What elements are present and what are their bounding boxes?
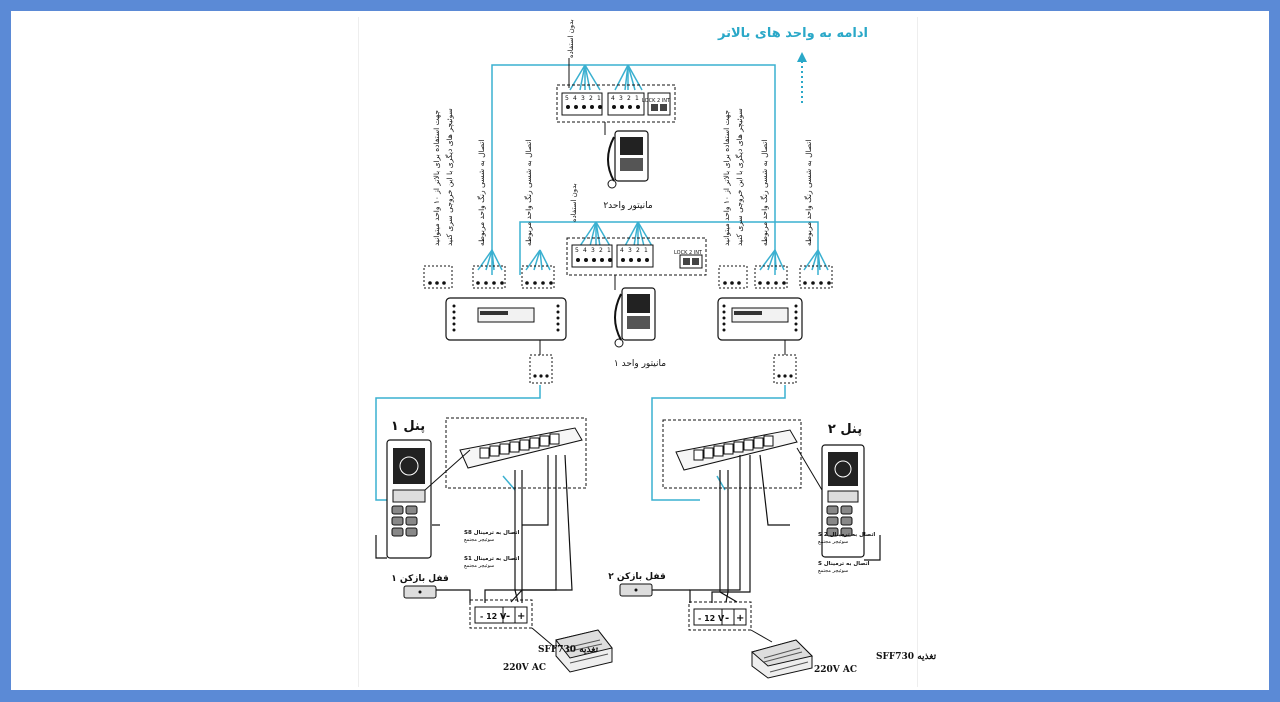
m2-lock-label: LOCK 2 INT <box>642 98 671 104</box>
psu-right-ac: 220V AC <box>814 665 857 675</box>
psu-right-label: تغذیه SFF730 <box>876 652 937 662</box>
unused-top-label: بدون استفاده <box>567 19 575 58</box>
panel-2-terminal-detail <box>662 419 823 491</box>
panel-2-s9-sub: سوئیچر مجتمع <box>818 568 848 574</box>
panel-2-s9-title: اتصال به ترمینال S <box>818 561 870 567</box>
continue-arrow <box>797 52 807 103</box>
panel-2-s2-sub: سوئیچر مجتمع <box>818 539 848 545</box>
top-note: ادامه به واحد های بالاتر <box>717 26 868 41</box>
panel-2-label: پنل ۲ <box>828 422 862 437</box>
psu-right-12v: - 12 V <box>698 614 725 623</box>
lock-1 <box>403 585 437 599</box>
right-label-3: اتصال به شسی رنگ واحد مربوطه <box>760 140 769 246</box>
psu-right-unit <box>750 639 813 679</box>
panel-1-s1-sub: سوئیچر مجتمع <box>464 563 494 569</box>
panel-2-s2-title: اتصال به ترمینال S 2 <box>818 532 875 538</box>
lock-2 <box>619 583 653 597</box>
psu-left-plus: + <box>517 611 525 622</box>
left-label-4: اتصال به شسی رنگ واحد مربوطه <box>524 140 533 246</box>
left-switcher <box>423 265 567 384</box>
m1-term-b1: 1 <box>644 247 648 254</box>
m2-term-5: 5 <box>565 95 569 102</box>
panel-1-label: پنل ۱ <box>391 419 425 434</box>
right-label-1: جهت استفاده برای بالاتر از ۱۰ واحد میتوا… <box>722 110 731 246</box>
m2-term-b2: 2 <box>627 95 631 102</box>
psu-right-plus: + <box>736 613 744 624</box>
panel-2 <box>821 444 865 558</box>
m2-term-3: 3 <box>581 95 585 102</box>
m1-term-5: 5 <box>575 247 579 254</box>
monitor-2-label: مانیتور واحد۲ <box>603 201 653 211</box>
psu-left-unit <box>555 629 613 673</box>
panel-1-s1-title: اتصال به ترمینال S1 <box>464 556 519 562</box>
panel-2-wires <box>650 454 881 603</box>
left-label-1: جهت استفاده برای بالاتر از ۱۰ واحد میتوا… <box>432 110 441 246</box>
panel-1 <box>386 439 432 559</box>
m2-term-b4: 4 <box>611 95 615 102</box>
panel-1-s8-sub: سوئیچر مجتمع <box>464 537 494 543</box>
m1-term-4: 4 <box>583 247 587 254</box>
m1-lock-label: LOCK 2 INT <box>674 250 703 256</box>
m2-term-b3: 3 <box>619 95 623 102</box>
right-label-2: سوئیچر های دیگری با این خروجی سری کنید <box>735 108 744 246</box>
monitor-1-terminal-block: 5 4 3 2 1 4 3 2 1 LOCK 2 INT <box>566 237 707 290</box>
m1-term-b4: 4 <box>620 247 624 254</box>
m1-term-3: 3 <box>591 247 595 254</box>
lock-1-label: قفل بازکن ۱ <box>391 574 449 584</box>
psu-left-minus: - <box>506 611 510 622</box>
psu-left-12v: - 12 V <box>480 612 507 621</box>
m2-term-4: 4 <box>573 95 577 102</box>
m1-term-1: 1 <box>607 247 611 254</box>
monitor-2 <box>607 130 649 189</box>
lock-2-label: قفل بازکن ۲ <box>608 572 666 582</box>
psu-right-minus: - <box>725 613 729 624</box>
sheet-edge <box>358 17 918 687</box>
monitor-2-terminal-block: 5 4 3 2 1 4 3 2 1 LOCK 2 INT <box>556 84 676 135</box>
left-label-3: اتصال به شسی رنگ واحد مربوطه <box>477 140 486 246</box>
panel-1-s8-title: اتصال به ترمینال S8 <box>464 530 519 536</box>
m2-term-b1: 1 <box>635 95 639 102</box>
monitor-1 <box>614 287 656 348</box>
blue-wiring <box>375 64 829 501</box>
right-switcher <box>717 265 833 384</box>
left-label-2: سوئیچر های دیگری با این خروجی سری کنید <box>445 108 454 246</box>
panel-1-terminal-detail <box>424 417 587 491</box>
m1-term-2: 2 <box>599 247 603 254</box>
psu-left-ac: 220V AC <box>503 663 546 673</box>
unused-mid-label: بدون استفاده <box>570 183 578 222</box>
psu-right-terminal: - 12 V - + <box>688 601 752 631</box>
m1-term-b3: 3 <box>628 247 632 254</box>
panel-1-wires <box>375 454 573 603</box>
right-label-4: اتصال به شسی رنگ واحد مربوطه <box>804 140 813 246</box>
m2-term-2: 2 <box>589 95 593 102</box>
monitor-1-label: مانیتور واحد ۱ <box>614 359 666 369</box>
m1-term-b2: 2 <box>636 247 640 254</box>
m2-term-1: 1 <box>597 95 601 102</box>
diagram-frame <box>11 11 1269 690</box>
psu-left-label: تغذیه SFF730 <box>538 645 599 655</box>
psu-left-terminal: - 12 V - + <box>469 599 533 629</box>
